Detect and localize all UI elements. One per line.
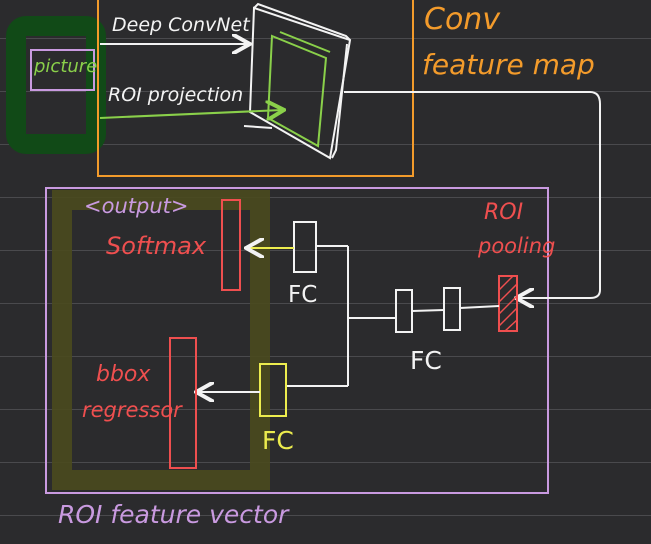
roi-pooling-label-line2: pooling	[478, 234, 556, 258]
roi-pooling-hatch	[498, 275, 518, 332]
softmax-bar	[221, 199, 241, 291]
picture-frame	[30, 49, 95, 91]
fc-top-label: FC	[288, 282, 318, 308]
fc-top-box	[293, 221, 317, 273]
conv-label: Conv	[424, 2, 501, 37]
feature-to-pooling-connector	[344, 91, 601, 298]
roi-projection-arrow	[99, 110, 282, 118]
roi-projection-label: ROI projection	[108, 84, 244, 106]
fc-middle-label: FC	[410, 346, 442, 375]
roi-projection-underline	[243, 125, 273, 129]
feature-map-prism	[248, 2, 352, 160]
fc-middle-links	[286, 245, 500, 387]
roi-feature-box	[45, 187, 549, 494]
feature-map-label: feature map	[422, 48, 595, 81]
bbox-regressor-bar	[169, 337, 197, 469]
softmax-label: Softmax	[106, 232, 207, 260]
output-highlight	[52, 190, 270, 490]
fc-bottom-label: FC	[262, 426, 294, 455]
roi-pooling-label-line1: ROI	[484, 200, 524, 225]
fc-bottom-box	[259, 363, 287, 417]
picture-label: picture	[34, 56, 98, 77]
regressor-label: regressor	[82, 398, 182, 422]
bbox-label: bbox	[96, 362, 151, 387]
picture-highlight	[6, 16, 106, 154]
deep-conv-label: Deep ConvNet	[112, 14, 250, 36]
roi-pooling-bar	[498, 275, 518, 332]
conv-box	[97, 0, 414, 177]
output-label: <output>	[84, 194, 189, 218]
roi-feature-vector-label: ROI feature vector	[58, 500, 289, 529]
